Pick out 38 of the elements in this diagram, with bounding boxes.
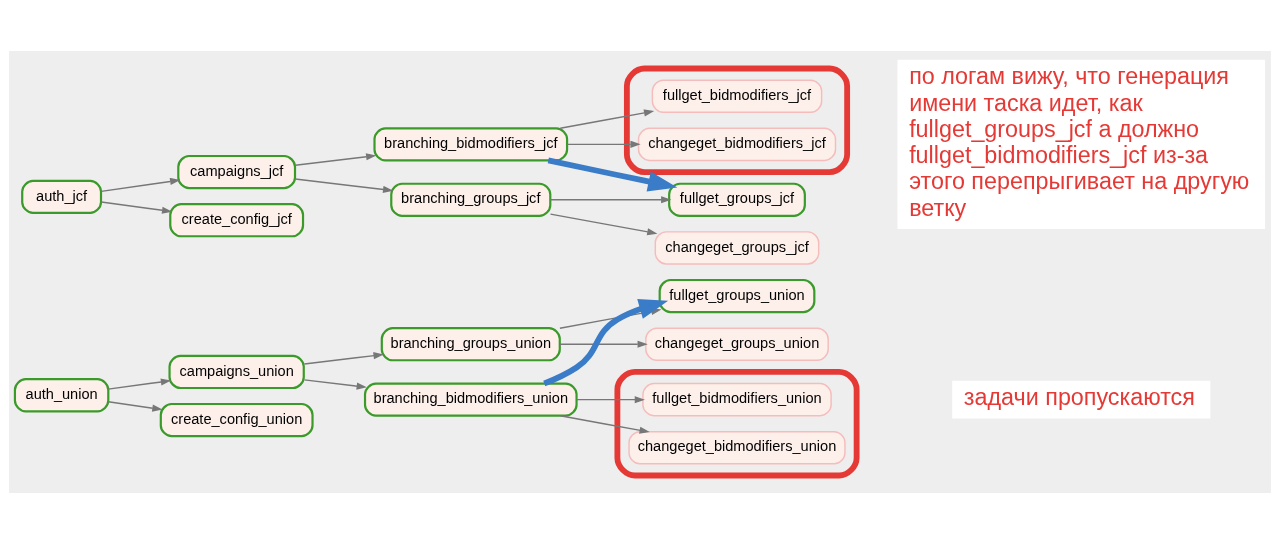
arrow — [107, 377, 172, 390]
arrow — [547, 157, 678, 192]
node-box: fullget_groups_union — [658, 278, 816, 313]
arrow — [303, 351, 384, 365]
node-box: fullget_bidmodifiers_jcf — [651, 78, 823, 113]
arrow — [294, 152, 377, 166]
arrow — [549, 212, 658, 235]
cluster — [614, 368, 860, 478]
arrow — [566, 140, 641, 148]
arrow — [107, 400, 163, 412]
node-box: auth_union — [13, 377, 110, 412]
node-box: branching_bidmodifiers_union — [363, 382, 578, 417]
node-box: fullget_groups_jcf — [668, 182, 806, 217]
node-box: changeget_groups_union — [645, 326, 829, 361]
arrow — [559, 414, 650, 434]
arrow — [303, 378, 367, 390]
arrow — [549, 195, 672, 203]
node-box: campaigns_jcf — [177, 154, 297, 189]
node-box: fullget_bidmodifiers_union — [642, 382, 832, 416]
arrow — [559, 340, 648, 348]
arrow — [294, 177, 394, 193]
arrow — [559, 108, 655, 129]
label: по логам вижу, что генерация имени таска идет, как fullget_groups_jcf а должно fullget_bidmodifiers_jcf из-за этого перепрыгивает на другую ветку — [909, 62, 1250, 221]
node-box: changeget_bidmodifiers_jcf — [637, 127, 837, 161]
cluster — [623, 65, 851, 175]
label: задачи пропускаются — [963, 383, 1195, 410]
node-box: changeget_bidmodifiers_union — [628, 430, 846, 465]
node-box: create_config_jcf — [169, 202, 305, 237]
node-box: branching_groups_union — [380, 326, 561, 361]
node-box: auth_jcf — [21, 179, 103, 214]
node-box: branching_bidmodifiers_jcf — [373, 126, 569, 161]
arrow — [100, 200, 173, 214]
node-box: branching_groups_jcf — [390, 182, 552, 217]
arrow — [575, 395, 645, 403]
node-box: changeget_groups_jcf — [654, 230, 820, 265]
node-box: campaigns_union — [168, 354, 305, 389]
arrow — [100, 177, 181, 192]
node-box: create_config_union — [159, 402, 314, 437]
